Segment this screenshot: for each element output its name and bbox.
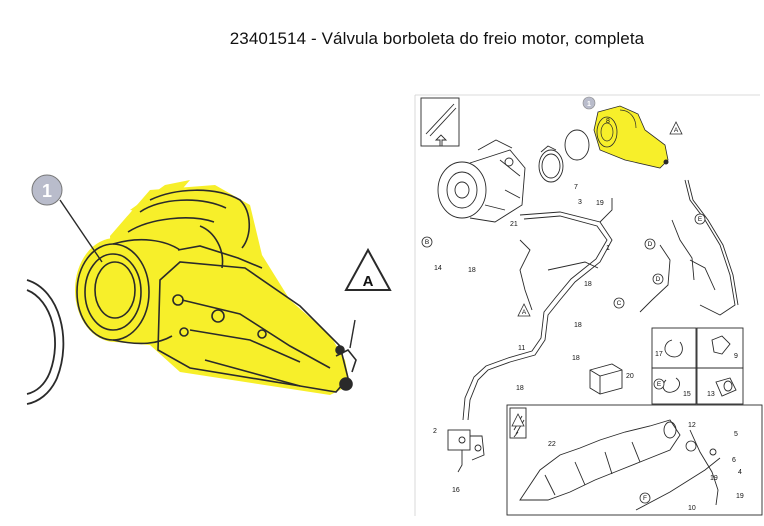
svg-text:19: 19 (736, 493, 744, 500)
svg-text:4: 4 (738, 469, 742, 476)
battery (589, 363, 623, 395)
tag-c: C (617, 300, 622, 307)
tag-f: F (643, 495, 647, 502)
svg-text:1: 1 (42, 181, 52, 201)
svg-text:18: 18 (572, 355, 580, 362)
detail-view (26, 180, 357, 405)
air-pipes (462, 179, 739, 421)
tag-e2: E (657, 381, 662, 388)
overview-diagram: 1 (414, 94, 763, 516)
svg-text:18: 18 (584, 281, 592, 288)
overview-tags (421, 121, 706, 504)
tag-a-mid: A (522, 309, 527, 316)
svg-text:1: 1 (587, 101, 591, 108)
overview-valve-highlight (593, 105, 669, 169)
part-numbers: 8 7 21 3 19 14 18 18 18 11 18 18 20 2 16… (433, 118, 744, 512)
parts-panel (651, 327, 744, 405)
svg-text:2: 2 (433, 428, 437, 435)
svg-text:16: 16 (452, 487, 460, 494)
svg-text:3: 3 (578, 199, 582, 206)
svg-text:8: 8 (606, 118, 610, 125)
svg-text:17: 17 (655, 351, 663, 358)
svg-text:12: 12 (688, 422, 696, 429)
manifold-inset (506, 404, 763, 516)
svg-text:A: A (363, 273, 374, 290)
svg-text:5: 5 (734, 431, 738, 438)
engine-label-box (420, 97, 460, 147)
seal-ring (564, 129, 590, 161)
detail-ref-tag-a: A (344, 247, 392, 291)
tag-a-top: A (674, 127, 679, 134)
svg-text:14: 14 (434, 265, 442, 272)
turbocharger (437, 139, 526, 223)
solenoid-valve (447, 429, 485, 473)
svg-text:9: 9 (734, 353, 738, 360)
svg-text:19: 19 (710, 475, 718, 482)
tag-d2: D (656, 276, 661, 283)
svg-text:1: 1 (606, 245, 610, 252)
svg-text:21: 21 (510, 221, 518, 228)
tag-e1: E (698, 216, 703, 223)
svg-text:19: 19 (596, 200, 604, 207)
svg-text:18: 18 (468, 267, 476, 274)
svg-text:15: 15 (683, 391, 691, 398)
svg-text:10: 10 (688, 505, 696, 512)
svg-text:7: 7 (574, 184, 578, 191)
svg-text:18: 18 (516, 385, 524, 392)
svg-text:18: 18 (574, 322, 582, 329)
svg-text:22: 22 (548, 441, 556, 448)
detail-callout-1: 1 (31, 174, 63, 206)
svg-text:11: 11 (518, 345, 525, 352)
overview-callout-1: 1 (582, 96, 596, 110)
svg-text:13: 13 (707, 391, 715, 398)
svg-text:20: 20 (626, 373, 634, 380)
svg-text:6: 6 (732, 457, 736, 464)
tag-d1: D (648, 241, 653, 248)
page-title: 23401514 - Válvula borboleta do freio mo… (229, 29, 645, 48)
tag-b: B (425, 239, 429, 246)
v-band-clamp (538, 145, 564, 183)
